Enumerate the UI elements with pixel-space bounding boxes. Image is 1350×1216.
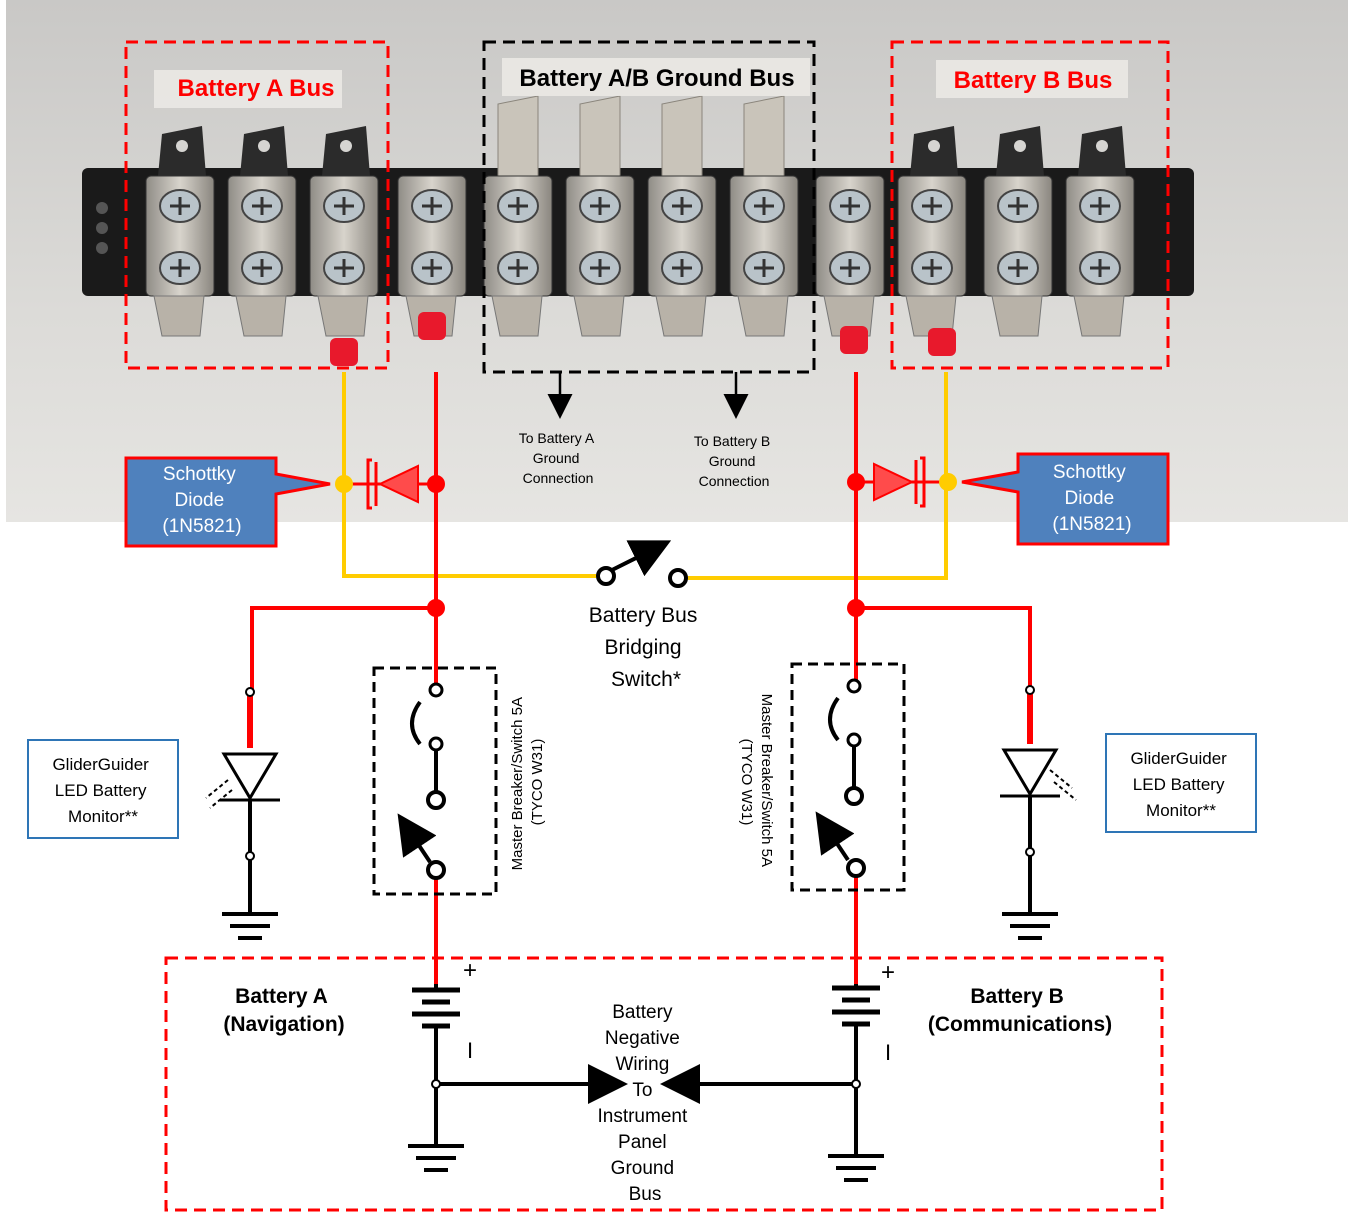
- ground-bus-label: Battery A/B Ground Bus: [519, 65, 794, 92]
- battery-a-label: Battery A (Navigation): [223, 985, 344, 1036]
- battery-a-bus-box: [124, 40, 390, 370]
- terminal-lug: [983, 126, 1053, 337]
- led-monitor-right: [1000, 685, 1077, 940]
- ground-bus-label-bg: [502, 58, 810, 96]
- terminal-lug: [227, 126, 297, 337]
- battery-a-minus: I: [467, 1038, 473, 1063]
- svg-text:Schottky Diode (1N: Schottky Diode (1N5821): [162, 464, 241, 537]
- battery-b-plus: +: [881, 959, 895, 986]
- battery-section-box: [164, 956, 1164, 1212]
- diode-callout-left: Schottky Diode (1N5821): [124, 456, 331, 548]
- monitor-box-right: GliderGuider LED Battery Monitor**: [1105, 733, 1257, 833]
- battery-b-symbol: [828, 984, 884, 1182]
- battery-a-symbol: [408, 984, 464, 1172]
- master-breaker-right-label: Master Breaker/Switch 5A (TYCO W31): [738, 694, 775, 871]
- terminal-lug: [483, 95, 553, 337]
- battery-a-plus: +: [463, 957, 477, 984]
- schottky-diode-right: [847, 456, 957, 508]
- bridge-wire-right: [688, 372, 948, 580]
- battery-b-minus: I: [885, 1040, 891, 1065]
- terminal-lug: [565, 95, 635, 337]
- bridge-wire-left: [342, 372, 596, 578]
- battery-a-bus-label: Battery A Bus: [178, 75, 335, 102]
- master-breaker-right: [790, 662, 906, 892]
- battery-b-bus-label: Battery B Bus: [954, 67, 1113, 94]
- monitor-a-wire: [250, 606, 436, 692]
- terminal-lug: [815, 175, 885, 337]
- svg-text:GliderGuider LED Battery: GliderGuider LED Battery Monitor**: [52, 755, 153, 826]
- master-breaker-left-label: Master Breaker/Switch 5A (TYCO W31): [509, 694, 546, 871]
- crimp-connector: [330, 338, 358, 366]
- battery-a-bus-label-bg: [154, 70, 342, 108]
- terminal-lug: [309, 126, 379, 337]
- battery-b-bus-label-bg: [936, 60, 1128, 98]
- terminal-lugs: [145, 95, 1135, 366]
- monitor-box-left: GliderGuider LED Battery Monitor**: [27, 739, 179, 839]
- battery-b-bus-box: [890, 40, 1170, 370]
- crimp-connector: [840, 326, 868, 354]
- terminal-lug: [1065, 126, 1135, 337]
- crimp-connector: [418, 312, 446, 340]
- terminal-lug: [145, 126, 215, 337]
- master-breaker-left: [372, 666, 498, 896]
- led-monitor-left: [205, 687, 280, 940]
- terminal-lug: [897, 126, 967, 337]
- svg-text:GliderGuider LED Battery: GliderGuider LED Battery Monitor**: [1130, 749, 1231, 820]
- schottky-diode-left: [335, 458, 445, 510]
- battery-b-label: Battery B (Communications): [928, 985, 1112, 1036]
- bridging-switch: [596, 540, 688, 588]
- svg-text:Schottky Diode (1N: Schottky Diode (1N5821): [1052, 462, 1131, 535]
- monitor-b-wire: [856, 606, 1032, 688]
- terminal-lug: [729, 95, 799, 337]
- terminal-lug: [647, 95, 717, 337]
- negative-wiring-label: Battery Negative Wiring To Instrument Pa…: [597, 1002, 692, 1205]
- crimp-connector: [928, 328, 956, 356]
- diode-callout-right: Schottky Diode (1N5821): [961, 452, 1170, 546]
- bridging-switch-label: Battery Bus Bridging Switch*: [589, 604, 703, 691]
- junction-a: [427, 599, 445, 617]
- to-battery-b-ground-label: To Battery B Ground Connection: [694, 433, 774, 489]
- ground-bus-box: [482, 40, 816, 374]
- junction-b: [847, 599, 865, 617]
- to-battery-a-ground-label: To Battery A Ground Connection: [519, 430, 598, 486]
